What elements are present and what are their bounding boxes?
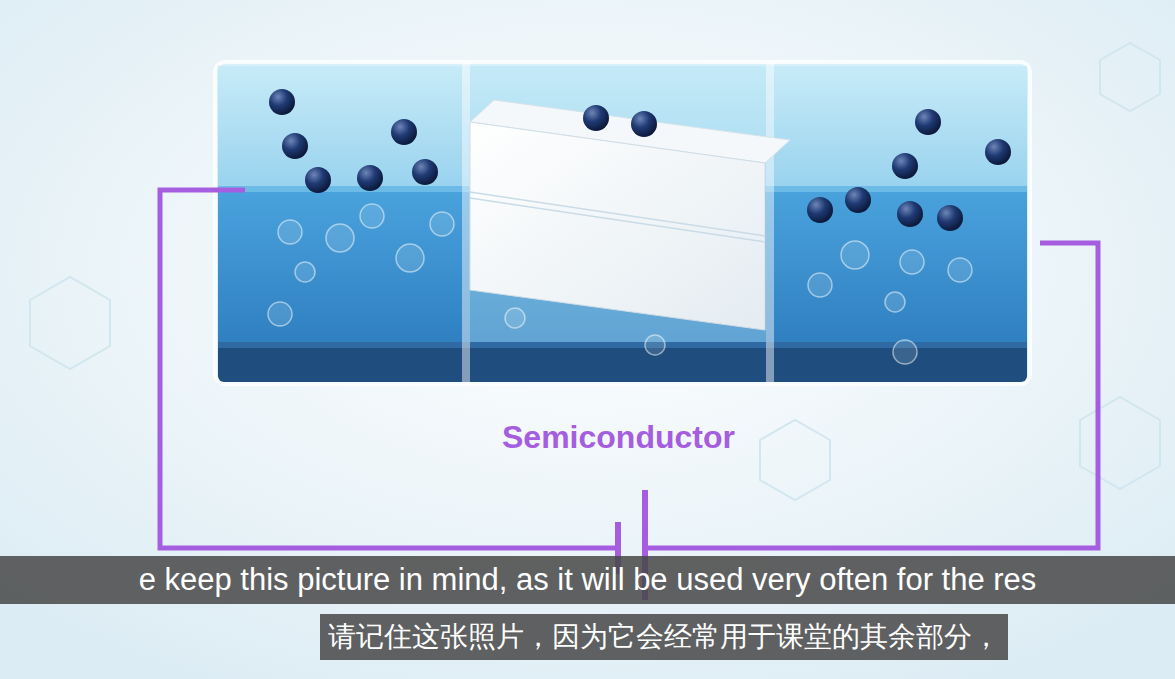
bubble: [841, 241, 869, 269]
slab-layer-line: [470, 192, 765, 236]
bubbles: [268, 204, 972, 364]
particle: [897, 201, 923, 227]
slab-layer-line: [470, 198, 765, 242]
bubble: [893, 340, 917, 364]
hexagon: [1080, 397, 1160, 489]
bubble: [645, 335, 665, 355]
particle: [412, 159, 438, 185]
subtitle-chinese: 请记住这张照片，因为它会经常用于课堂的其余部分，: [320, 614, 1008, 660]
tank: [215, 62, 1030, 384]
semiconductor-slab: [470, 122, 765, 330]
bubble: [360, 204, 384, 228]
particle: [937, 205, 963, 231]
particle: [631, 111, 657, 137]
particle: [807, 197, 833, 223]
particle: [845, 187, 871, 213]
bubble: [278, 220, 302, 244]
bubble: [268, 302, 292, 326]
bubble: [885, 292, 905, 312]
bubble: [948, 258, 972, 282]
particle: [391, 119, 417, 145]
part-label: Semiconductor: [502, 419, 735, 456]
hexagon: [760, 420, 830, 500]
particle: [583, 105, 609, 131]
partition: [766, 62, 774, 382]
subtitle-english: e keep this picture in mind, as it will …: [0, 556, 1175, 604]
hexagon-pattern: [30, 43, 1160, 500]
bubble: [396, 244, 424, 272]
particle: [915, 109, 941, 135]
particle: [269, 89, 295, 115]
particle: [985, 139, 1011, 165]
bubble: [295, 262, 315, 282]
bubble: [326, 224, 354, 252]
particle: [357, 165, 383, 191]
bubble: [505, 308, 525, 328]
bubble: [808, 273, 832, 297]
bubble: [430, 212, 454, 236]
circuit: [160, 190, 1098, 600]
particles: [269, 89, 1011, 231]
hexagon: [30, 277, 110, 369]
particle: [305, 167, 331, 193]
wire: [160, 190, 618, 548]
bubble: [900, 250, 924, 274]
hexagon: [1100, 43, 1160, 111]
partition: [462, 62, 470, 382]
particle: [282, 133, 308, 159]
wire: [645, 243, 1098, 548]
particle: [892, 153, 918, 179]
